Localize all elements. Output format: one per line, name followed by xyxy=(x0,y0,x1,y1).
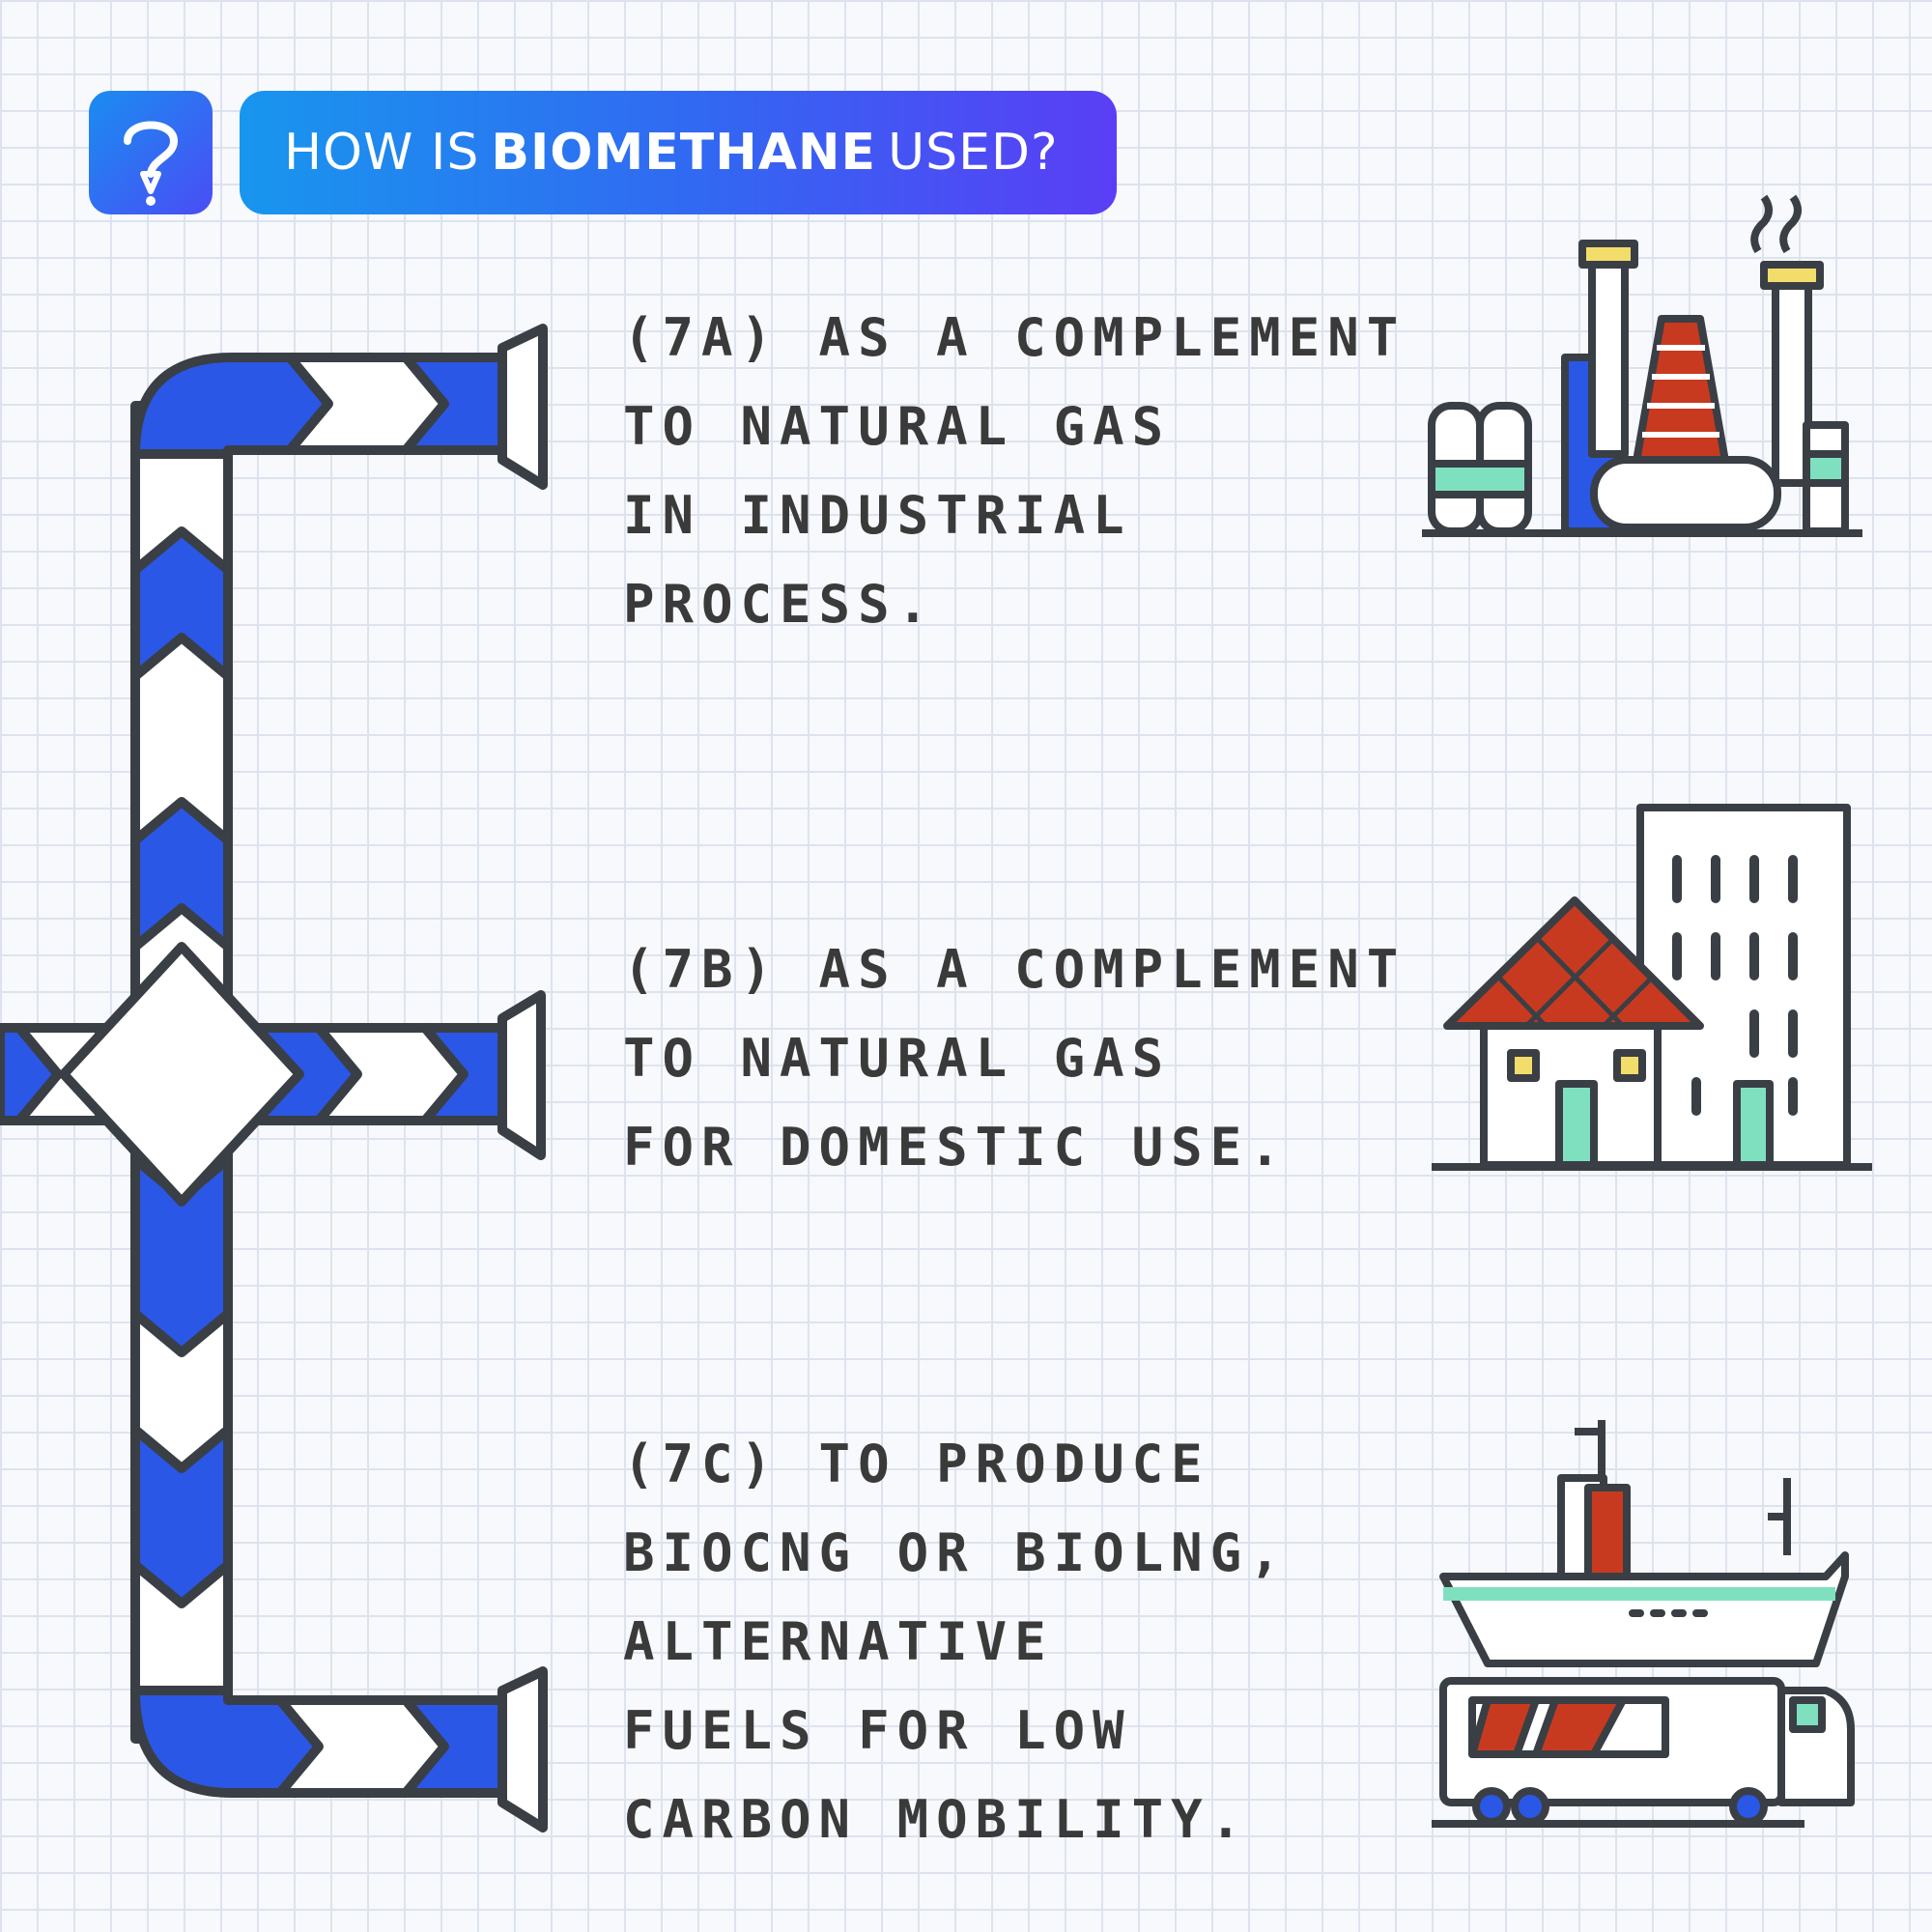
title-highlight: BIOMETHANE xyxy=(491,124,877,182)
use-7a-line: TO NATURAL GAS xyxy=(623,396,1172,457)
ship-truck-icon xyxy=(1432,1420,1855,1828)
pipe-chevron xyxy=(130,797,233,952)
pipe-chevron xyxy=(285,353,449,455)
use-7c-text: (7C) TO PRODUCE BIOCNG OR BIOLNG, ALTERN… xyxy=(623,1420,1289,1864)
use-7c-line: FUELS FOR LOW xyxy=(623,1700,1132,1761)
use-7c-line: BIOCNG OR BIOLNG, xyxy=(623,1522,1289,1583)
use-7b-line: (7B) AS A COMPLEMENT xyxy=(623,939,1406,1000)
pipe-chevron xyxy=(275,1695,449,1798)
use-7b-text: (7B) AS A COMPLEMENT TO NATURAL GAS FOR … xyxy=(623,925,1406,1192)
pipe-chevron xyxy=(314,1023,469,1125)
question-pencil-icon xyxy=(124,121,179,206)
use-7a-line: IN INDUSTRIAL xyxy=(623,485,1132,546)
bottom-flange xyxy=(497,1666,548,1833)
title-prefix: HOW IS xyxy=(284,124,480,182)
use-7a-line: (7A) AS A COMPLEMENT xyxy=(623,307,1406,368)
top-flange xyxy=(497,324,548,490)
use-7c-line: CARBON MOBILITY. xyxy=(623,1789,1250,1850)
use-7b-line: FOR DOMESTIC USE. xyxy=(623,1117,1289,1178)
middle-flange xyxy=(497,990,546,1160)
use-7a-text: (7A) AS A COMPLEMENT TO NATURAL GAS IN I… xyxy=(623,294,1406,649)
pipe-chevron xyxy=(130,1425,233,1608)
pipe-chevron xyxy=(130,526,233,681)
use-7c-line: (7C) TO PRODUCE xyxy=(623,1434,1210,1494)
use-7a-line: PROCESS. xyxy=(623,574,937,635)
question-badge xyxy=(89,91,213,214)
use-7b-line: TO NATURAL GAS xyxy=(623,1028,1172,1089)
title-suffix: USED? xyxy=(888,124,1059,182)
factory-icon xyxy=(1422,194,1862,537)
houses-icon xyxy=(1432,804,1872,1171)
use-7c-line: ALTERNATIVE xyxy=(623,1611,1054,1672)
page-title: HOW IS BIOMETHANE USED? xyxy=(240,91,1117,214)
pipe-junction xyxy=(59,942,304,1207)
